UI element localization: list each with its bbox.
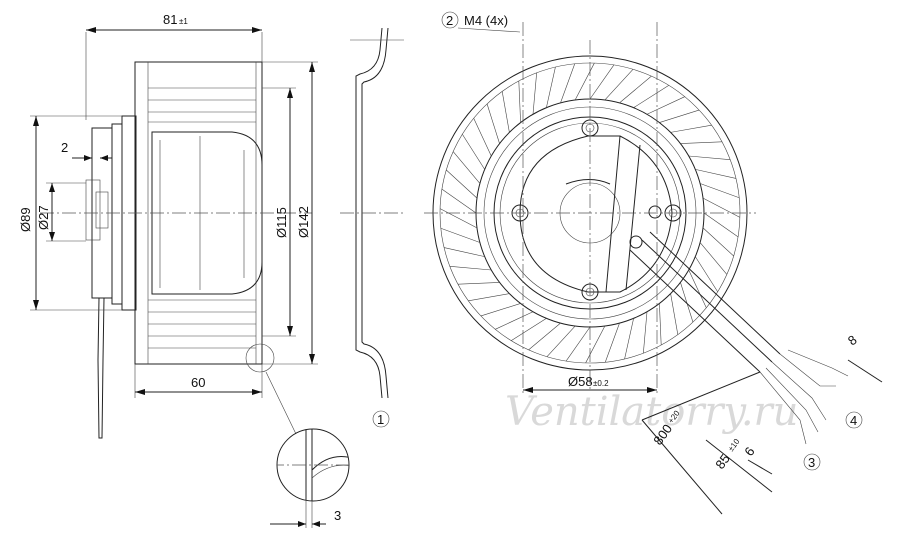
impeller-blade <box>702 227 734 257</box>
impeller-blade <box>457 282 500 285</box>
impeller-blade <box>589 64 615 100</box>
dim-cable-85-tolerance: ±10 <box>726 437 741 453</box>
impeller-blade <box>659 303 662 346</box>
dim-2-label: 2 <box>61 140 68 155</box>
side-view: 81 ±1 Ø89 Ø27 2 Ø115 Ø142 <box>18 12 318 439</box>
impeller-blade <box>546 66 556 108</box>
impeller-blade <box>440 227 480 243</box>
impeller-blade <box>452 151 481 184</box>
callout-2-text: M4 (4x) <box>464 13 508 28</box>
impeller-blade <box>670 124 712 133</box>
impeller-blade <box>441 188 477 214</box>
dim-6-label: 6 <box>741 444 757 459</box>
impeller-blade <box>560 63 576 103</box>
front-view: 2 M4 (4x) Ø58 ±0.2 800 +20 85 ±10 6 3 4 … <box>424 11 883 515</box>
dim-dia-142-label: Ø142 <box>296 206 311 238</box>
dim-3-label: 3 <box>334 508 341 523</box>
impeller-blade <box>703 212 739 238</box>
impeller-blade <box>473 118 492 157</box>
detail-view: 3 <box>270 428 350 528</box>
callout-1: 1 <box>377 412 384 427</box>
dim-81-label: 81 <box>163 12 177 27</box>
impeller-blade <box>565 326 591 362</box>
impeller-blade <box>619 75 652 104</box>
impeller-blade <box>700 183 740 199</box>
impeller-blade <box>449 266 492 271</box>
impeller-blade <box>604 323 620 363</box>
dim-81-tolerance: ±1 <box>179 17 188 26</box>
impeller-blade <box>495 311 534 330</box>
callout-4: 4 <box>850 413 857 428</box>
dim-dia-27-label: Ø27 <box>36 205 51 230</box>
impeller-blade <box>528 322 561 351</box>
callout-2: 2 <box>446 13 453 28</box>
dim-cable-85-label: 85 <box>712 451 733 472</box>
impeller-blade <box>680 282 694 323</box>
impeller-blade <box>633 85 669 108</box>
impeller-blade <box>501 91 510 133</box>
impeller-blade <box>439 208 478 229</box>
impeller-blade <box>518 80 521 123</box>
impeller-blade <box>702 197 741 218</box>
impeller-blade <box>624 318 634 360</box>
dim-dia-115-label: Ø115 <box>274 207 289 238</box>
impeller-blade <box>643 311 648 354</box>
impeller-blade <box>680 141 723 144</box>
impeller-blade <box>646 96 685 115</box>
impeller-blade <box>511 318 547 341</box>
callout-3: 3 <box>808 455 815 470</box>
watermark: Ventilatorry.ru <box>505 389 798 435</box>
impeller-blade <box>443 247 485 257</box>
impeller-blade <box>574 62 595 101</box>
dim-8-label: 8 <box>845 332 860 348</box>
dim-60-label: 60 <box>191 375 205 390</box>
impeller-blade <box>546 325 576 357</box>
impeller-blade <box>695 256 718 292</box>
impeller-blade <box>486 103 500 144</box>
impeller-blade <box>699 242 728 275</box>
mounting-screws <box>511 119 682 301</box>
impeller-blade <box>532 72 537 115</box>
impeller-blade <box>688 269 707 308</box>
impeller-blade <box>468 293 510 302</box>
impeller-blade <box>688 155 731 160</box>
impeller-profile: 1 <box>340 27 404 428</box>
impeller-blade <box>585 325 606 364</box>
impeller-blade <box>659 109 700 123</box>
impeller-blade <box>695 169 737 179</box>
impeller-blade <box>604 69 634 101</box>
impeller-blade <box>670 293 679 335</box>
impeller-blade <box>446 169 478 199</box>
impeller-blade <box>480 303 521 317</box>
dim-dia-58-label: Ø58 <box>568 374 593 389</box>
dim-dia-89-label: Ø89 <box>18 207 33 232</box>
impeller-blade <box>462 134 485 170</box>
dim-dia-58-tolerance: ±0.2 <box>593 379 609 388</box>
